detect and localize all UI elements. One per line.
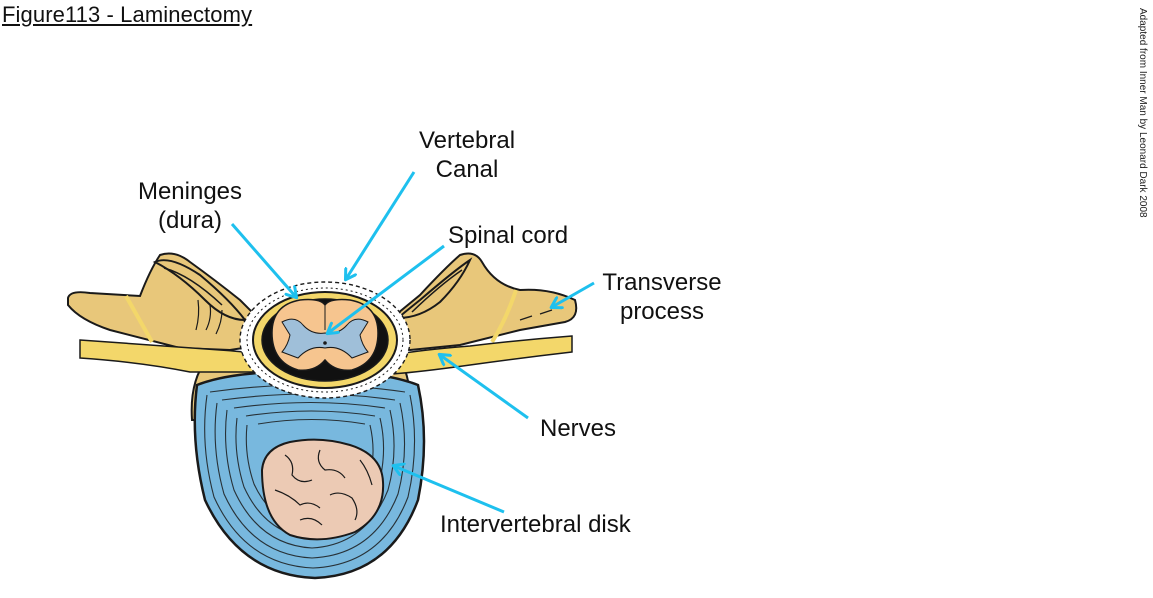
arrow-transverse-process	[552, 281, 595, 307]
right-transverse-process	[388, 252, 578, 352]
left-transverse-process	[67, 252, 264, 352]
label-line: (dura)	[157, 207, 223, 234]
arrow-meninges	[230, 223, 296, 297]
label-line: Vertebral	[418, 127, 516, 154]
label-transverse-process: Transverse process	[596, 268, 728, 326]
nucleus-pulposus	[260, 438, 385, 541]
intervertebral-disk	[193, 370, 426, 580]
label-spinal-cord: Spinal cord	[448, 221, 568, 250]
label-text: Intervertebral disk	[440, 511, 631, 538]
arrow-vertebral-canal	[346, 171, 416, 279]
spinal-cord	[271, 298, 379, 372]
label-text: Spinal cord	[448, 222, 569, 249]
spinal-nerves	[79, 335, 573, 375]
label-arrows	[230, 171, 595, 514]
label-line: Meninges	[137, 178, 243, 205]
label-vertebral-canal: Vertebral Canal	[408, 126, 526, 184]
label-intervertebral-disk: Intervertebral disk	[440, 510, 631, 539]
arrow-nerves	[440, 355, 529, 420]
label-meninges: Meninges (dura)	[130, 177, 250, 235]
label-nerves: Nerves	[540, 414, 616, 443]
figure-title: Figure113 - Laminectomy	[2, 2, 253, 27]
label-line: Canal	[435, 156, 499, 183]
arrow-intervertebral-disk	[394, 466, 505, 514]
label-line: Transverse	[602, 269, 722, 296]
label-text: Nerves	[540, 415, 617, 442]
label-line: process	[619, 298, 705, 325]
arrow-spinal-cord	[328, 244, 445, 333]
